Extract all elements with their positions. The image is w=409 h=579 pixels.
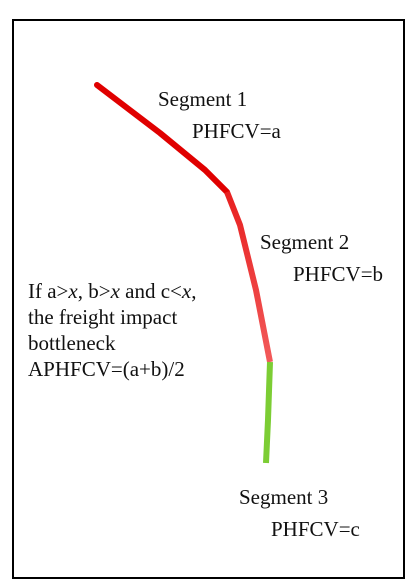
condition-text-a: If a> <box>28 279 69 303</box>
condition-line-3: bottleneck <box>28 331 116 355</box>
bottleneck-condition: If a>x, b>x and c<x, the freight impact … <box>28 278 196 382</box>
segment-1-value: PHFCV=a <box>192 119 281 143</box>
condition-line-2: the freight impact <box>28 305 178 329</box>
segment-1-line <box>94 82 230 195</box>
segment-2-label: Segment 2 <box>260 230 350 254</box>
condition-var-x2: x <box>110 279 120 303</box>
condition-text-end: , <box>191 279 197 303</box>
condition-line-4: APHFCV=(a+b)/2 <box>28 357 185 381</box>
condition-var-x3: x <box>181 279 192 303</box>
segment-3-label: Segment 3 <box>239 485 329 509</box>
segment-3-value: PHFCV=c <box>271 517 360 541</box>
segment-2-value: PHFCV=b <box>293 262 384 286</box>
segment-2-line <box>224 190 273 363</box>
segment-1-label: Segment 1 <box>158 87 248 111</box>
condition-var-x1: x <box>68 279 78 303</box>
segment-3-line <box>263 361 273 464</box>
diagram-frame <box>12 19 405 579</box>
condition-text-c: and c< <box>119 279 182 303</box>
condition-line-1: If a>x, b>x and c<x, <box>28 278 196 304</box>
condition-text-b: , b> <box>77 279 111 303</box>
route-diagram <box>94 82 273 464</box>
